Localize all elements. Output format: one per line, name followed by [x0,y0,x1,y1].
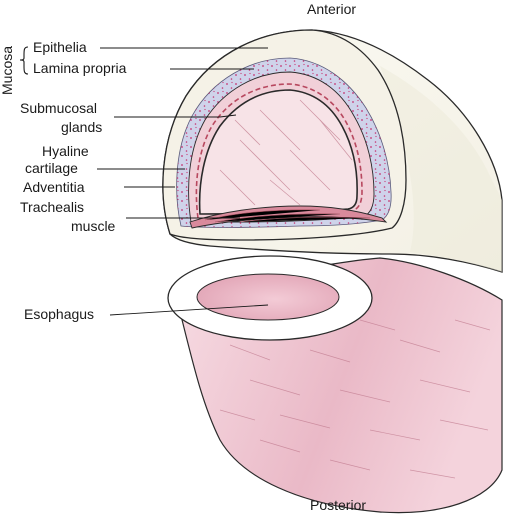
leader-submucosal-glands [114,114,237,118]
label-trachealis-line1: Trachealis [20,199,84,215]
label-anterior: Anterior [307,1,356,17]
esophagus-lumen [196,273,340,321]
label-trachealis-line2: muscle [71,218,116,234]
label-epithelia: Epithelia [33,39,87,55]
label-lamina-propria: Lamina propria [33,60,127,76]
trachea-cross-section [162,29,407,241]
leader-esophagus [109,304,269,316]
trachealis-muscle-fibers [204,209,371,223]
label-hyaline-line1: Hyaline [42,143,89,159]
esophagus-muscle-striations [219,319,491,479]
label-posterior: Posterior [310,497,366,513]
lumen-folds [219,99,353,206]
label-esophagus: Esophagus [24,306,94,322]
epithelia-layer [195,83,363,219]
label-adventitia: Adventitia [23,179,85,195]
label-hyaline-line2: cartilage [25,160,78,176]
trachea-side-shade [380,66,502,272]
leader-lines [97,47,269,316]
label-mucosa: Mucosa [0,46,15,95]
esophagus-tube [167,255,503,514]
label-submucosal-line2: glands [61,119,102,135]
label-submucosal-line1: Submucosal [20,100,97,116]
mucosa-brace-icon [19,46,29,75]
